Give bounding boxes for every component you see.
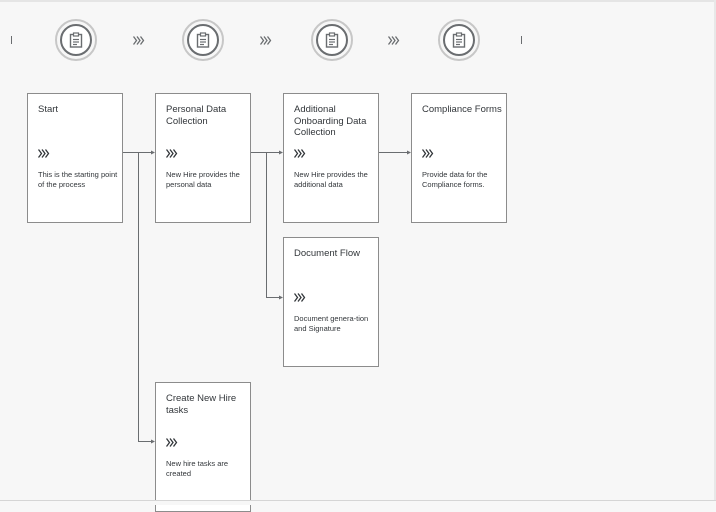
node-title: Create New Hire tasks — [166, 393, 237, 416]
node-title: Compliance Forms — [422, 104, 502, 115]
node-title: Start — [38, 104, 59, 115]
clipboard-icon — [452, 32, 466, 48]
triple-chevron-right-icon — [294, 149, 306, 158]
clipboard-icon — [196, 32, 210, 48]
clipboard-icon — [69, 32, 83, 48]
triple-chevron-right-icon — [422, 149, 434, 158]
triple-chevron-right-icon — [260, 36, 272, 45]
triple-chevron-right-icon — [388, 36, 400, 45]
node-title: Document Flow — [294, 248, 360, 259]
process-node-start[interactable]: Start This is the starting point of the … — [27, 93, 123, 223]
step-bar-start-tick — [11, 36, 12, 44]
node-description: Document genera-tion and Signature — [294, 314, 369, 333]
triple-chevron-right-icon — [38, 149, 50, 158]
step-3-circle[interactable] — [311, 19, 353, 61]
process-node-create-new-hire-tasks[interactable]: Create New Hire tasks New hire tasks are… — [155, 382, 251, 512]
step-4-circle[interactable] — [438, 19, 480, 61]
clipboard-icon — [325, 32, 339, 48]
step-bar-end-tick — [521, 36, 522, 44]
process-node-additional-onboarding[interactable]: Additional Onboarding Data Collection Ne… — [283, 93, 379, 223]
node-description: New hire tasks are created — [166, 459, 229, 478]
right-edge — [714, 0, 716, 505]
process-node-document-flow[interactable]: Document Flow Document genera-tion and S… — [283, 237, 379, 367]
triple-chevron-right-icon — [166, 438, 178, 447]
node-description: New Hire provides the personal data — [166, 170, 240, 189]
step-2-circle[interactable] — [182, 19, 224, 61]
node-title: Personal Data Collection — [166, 104, 227, 127]
step-1-circle[interactable] — [55, 19, 97, 61]
process-node-personal-data-collection[interactable]: Personal Data Collection New Hire provid… — [155, 93, 251, 223]
node-title: Additional Onboarding Data Collection — [294, 104, 367, 138]
node-description: New Hire provides the additional data — [294, 170, 368, 189]
node-description: This is the starting point of the proces… — [38, 170, 118, 189]
process-node-compliance-forms[interactable]: Compliance Forms Provide data for the Co… — [411, 93, 507, 223]
node-description: Provide data for the Compliance forms. — [422, 170, 488, 189]
bottom-border — [0, 500, 716, 505]
triple-chevron-right-icon — [294, 293, 306, 302]
triple-chevron-right-icon — [166, 149, 178, 158]
top-border — [0, 0, 716, 2]
triple-chevron-right-icon — [133, 36, 145, 45]
